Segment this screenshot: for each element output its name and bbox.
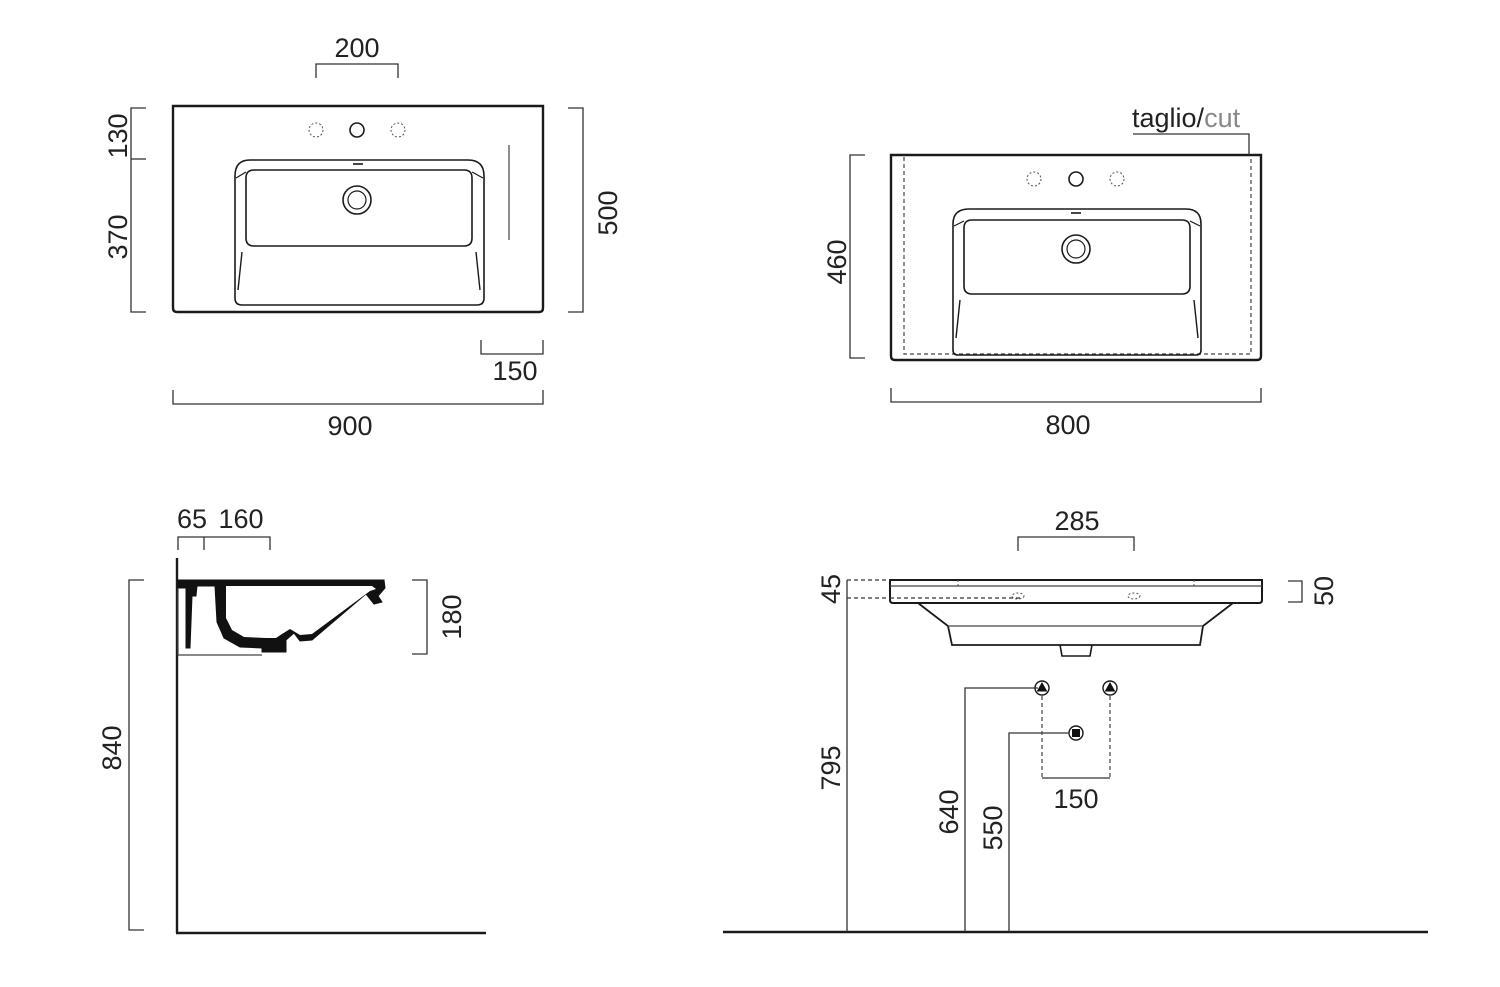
top-view-dim-200: 200: [334, 33, 379, 63]
cut-view-dim-460: 460: [822, 239, 852, 284]
cut-view-tap-hole-left: [1026, 171, 1042, 187]
cut-view-drain: [1061, 234, 1091, 264]
top-view-dim-500: 500: [593, 190, 623, 235]
cut-label: taglio/cut: [1132, 103, 1241, 133]
front-view-dim-640: 640: [934, 789, 964, 834]
front-view-dim-45: 45: [816, 574, 846, 604]
top-view-bowl-inner: [245, 169, 473, 247]
front-view-basin-rim: [889, 579, 1263, 604]
front-view-supply-left: [1034, 680, 1050, 696]
front-view-dim-550: 550: [978, 805, 1008, 850]
top-view: 200 130 370 500 150 900: [103, 33, 623, 441]
side-view-dim-840: 840: [97, 725, 127, 770]
front-view-dim-285: 285: [1054, 506, 1099, 536]
top-view-dim-150: 150: [492, 356, 537, 386]
top-view-tap-hole-center: [349, 122, 365, 138]
top-view-tap-hole-right: [390, 122, 406, 138]
side-view-dim-180: 180: [437, 594, 467, 639]
front-view-supply-right: [1102, 680, 1118, 696]
cut-view-cut-line: [903, 157, 1252, 355]
front-view: 285 45 50 795 640 550: [723, 506, 1428, 934]
cut-view: taglio/cut 460 800: [822, 103, 1263, 440]
cut-view-tap-hole-right: [1109, 171, 1125, 187]
front-view-bowl: [917, 602, 1234, 646]
front-view-drain-outlet: [1068, 725, 1084, 741]
front-view-drain-pipe: [1059, 644, 1093, 657]
top-view-dim-370: 370: [103, 214, 133, 259]
front-view-dim-150: 150: [1053, 784, 1098, 814]
top-view-bowl-outer: [234, 159, 485, 306]
top-view-tap-hole-left: [308, 122, 324, 138]
cut-view-bowl-outer: [952, 208, 1202, 356]
top-view-drain: [342, 185, 372, 215]
cut-view-tap-hole-center: [1068, 171, 1084, 187]
cut-view-dim-800: 800: [1045, 410, 1090, 440]
side-view: 65 160 180 840: [97, 504, 486, 935]
side-view-dim-160: 160: [218, 504, 263, 534]
top-view-dim-900: 900: [327, 411, 372, 441]
front-view-dim-795: 795: [816, 745, 846, 790]
top-view-basin-outline: [171, 104, 545, 314]
front-view-dim-50: 50: [1309, 576, 1339, 606]
top-view-dim-130: 130: [103, 113, 133, 158]
cut-view-basin-outline: [889, 153, 1263, 362]
cut-view-bowl-inner: [963, 219, 1191, 295]
side-view-dim-65: 65: [177, 504, 207, 534]
